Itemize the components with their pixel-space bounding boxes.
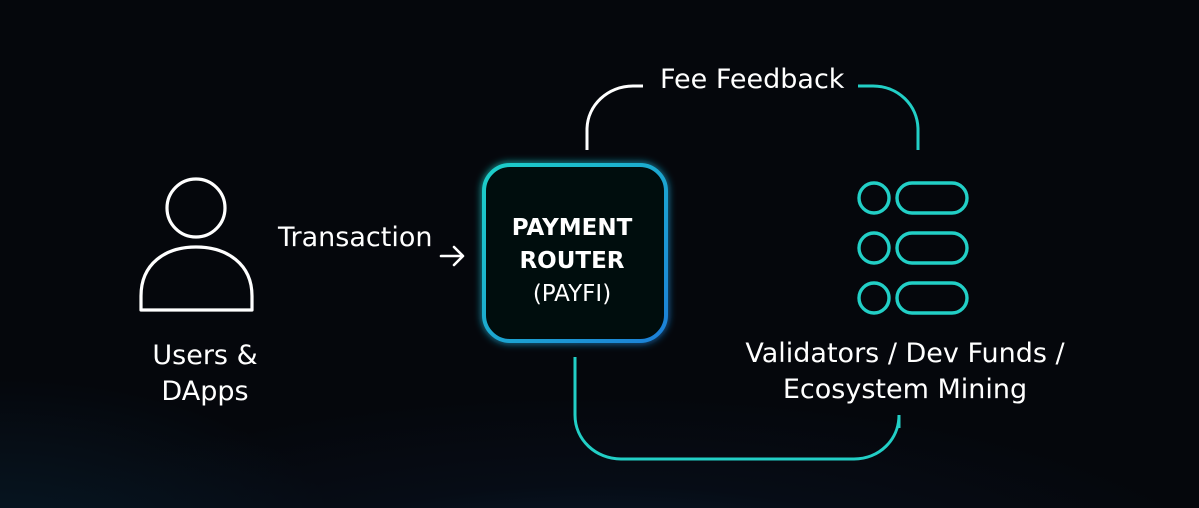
payment-router-node [482,163,668,343]
users-dapps-label: Users & DApps [110,338,300,410]
arrow-right-icon [439,245,465,267]
validators-label-line2: Ecosystem Mining [782,374,1028,405]
user-icon [139,177,254,312]
fee-feedback-label: Fee Feedback [660,64,845,95]
list-stack-icon [857,181,969,315]
validators-label: Validators / Dev Funds / Ecosystem Minin… [740,336,1070,408]
users-label-line1: Users & [152,340,258,371]
router-label-line2: ROUTER [519,248,625,274]
fee-feedback-loop [585,84,920,150]
payment-router-label: PAYMENT ROUTER (PAYFI) [478,212,666,311]
transaction-label: Transaction [278,222,433,253]
users-label-line2: DApps [161,376,249,407]
router-label-line3: (PAYFI) [532,281,612,307]
validators-label-line1: Validators / Dev Funds / [745,338,1065,369]
return-loop [573,357,901,461]
router-label-line1: PAYMENT [511,215,633,241]
